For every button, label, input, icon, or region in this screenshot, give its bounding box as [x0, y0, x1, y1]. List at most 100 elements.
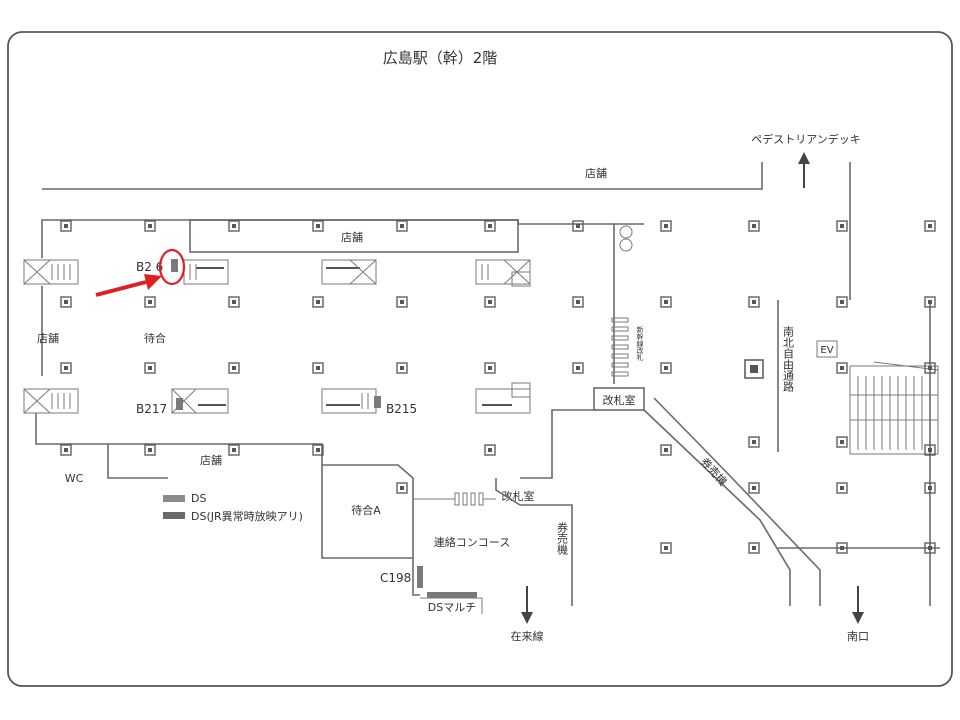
pillar-core — [928, 546, 932, 550]
concourse-wall — [495, 478, 573, 606]
escalator-right-bottom — [475, 382, 531, 414]
highlight-arrow-shaft — [95, 280, 147, 297]
pillar-core — [664, 546, 668, 550]
highlight-circle — [158, 248, 186, 286]
escalator-left-bottom — [23, 388, 79, 414]
arrow-south-icon — [852, 612, 864, 624]
pillar-core — [148, 366, 152, 370]
label-waiting-a: 待合A — [351, 503, 381, 517]
wc-wall — [107, 444, 168, 479]
pillar — [312, 220, 324, 232]
label-shop-left: 店舗 — [37, 331, 59, 345]
pillar-core — [664, 448, 668, 452]
pillar — [660, 296, 672, 308]
pillar — [924, 220, 936, 232]
pillar-core — [400, 224, 404, 228]
ds-screen-c198 — [417, 566, 423, 588]
legend-swatch-ds — [163, 495, 185, 502]
label-shop-upper: 店舗 — [341, 230, 363, 244]
pillar — [396, 362, 408, 374]
label-conventional-line: 在来線 — [511, 629, 544, 643]
pillar — [924, 542, 936, 554]
gate-3 — [470, 492, 476, 506]
label-north-south-passage: 南北自由通路 — [782, 326, 795, 393]
pillar — [60, 362, 72, 374]
pillar — [748, 482, 760, 494]
pillar-core — [840, 300, 844, 304]
pillar-core — [752, 486, 756, 490]
label-ev: EV — [820, 345, 833, 356]
pillar-core — [752, 300, 756, 304]
highlight-arrow-icon — [144, 274, 162, 290]
escalator-left-top — [23, 259, 79, 285]
pillar-core — [752, 224, 756, 228]
pillar — [748, 220, 760, 232]
pillar — [572, 362, 584, 374]
pillar — [572, 296, 584, 308]
pillar — [312, 444, 324, 456]
diag-ticket-wall-2 — [653, 397, 821, 606]
pillar-core — [148, 224, 152, 228]
pillar-core — [400, 486, 404, 490]
escalator-center-top — [321, 259, 377, 285]
pillar-core — [664, 224, 668, 228]
pillar — [924, 362, 936, 374]
waiting-hall-wall-right-lower — [520, 455, 553, 479]
gate-round-2 — [619, 238, 633, 252]
pillar-core — [64, 366, 68, 370]
gate-main-box — [593, 387, 645, 411]
pillar-core — [64, 224, 68, 228]
pillar — [396, 482, 408, 494]
pillar — [312, 296, 324, 308]
pillar-core — [148, 448, 152, 452]
pillar — [836, 362, 848, 374]
pillar-core — [752, 546, 756, 550]
pillar-core — [664, 300, 668, 304]
pillar-core — [488, 366, 492, 370]
pillar-core — [400, 366, 404, 370]
arrow-up-icon — [798, 152, 810, 164]
pillar — [924, 444, 936, 456]
ds-screen-b216 — [171, 259, 178, 272]
pillar — [924, 482, 936, 494]
waiting-hall-wall-left-lower — [35, 413, 420, 596]
pillar-core — [232, 224, 236, 228]
label-connecting-concourse: 連絡コンコース — [434, 535, 510, 549]
label-shop-bottom: 店舗 — [200, 453, 222, 467]
pillar-core — [148, 300, 152, 304]
diag-ticket-wall — [643, 409, 791, 606]
pillar-core — [840, 486, 844, 490]
pillar-core — [232, 448, 236, 452]
pillar — [748, 296, 760, 308]
sign-b216: B2 6 — [136, 260, 163, 274]
pillar — [836, 220, 848, 232]
pillar — [484, 296, 496, 308]
pillar-core — [64, 300, 68, 304]
pillar — [228, 362, 240, 374]
pillar-core — [928, 224, 932, 228]
label-ticket-machine-center: 券売機 — [556, 521, 569, 556]
pillar-core — [488, 300, 492, 304]
label-gate-main: 改札室 — [603, 393, 636, 407]
ds-multi-box — [420, 597, 483, 614]
map-title: 広島駅（幹）2階 — [383, 49, 498, 67]
pillar-core — [840, 546, 844, 550]
pillar — [924, 296, 936, 308]
pillar — [484, 362, 496, 374]
pillar — [748, 542, 760, 554]
pillar-core — [232, 300, 236, 304]
pillar-core — [928, 366, 932, 370]
pillar-core — [316, 448, 320, 452]
legend-label-ds: DS — [191, 492, 206, 505]
pillar-core — [232, 366, 236, 370]
top-shop-wall — [42, 162, 763, 190]
pillar-core — [400, 300, 404, 304]
pillar — [484, 220, 496, 232]
pillar-core — [316, 300, 320, 304]
sign-b217: B217 — [136, 402, 167, 416]
pillar-core — [488, 224, 492, 228]
pillar — [396, 220, 408, 232]
pillar — [144, 362, 156, 374]
map-frame — [7, 31, 953, 687]
